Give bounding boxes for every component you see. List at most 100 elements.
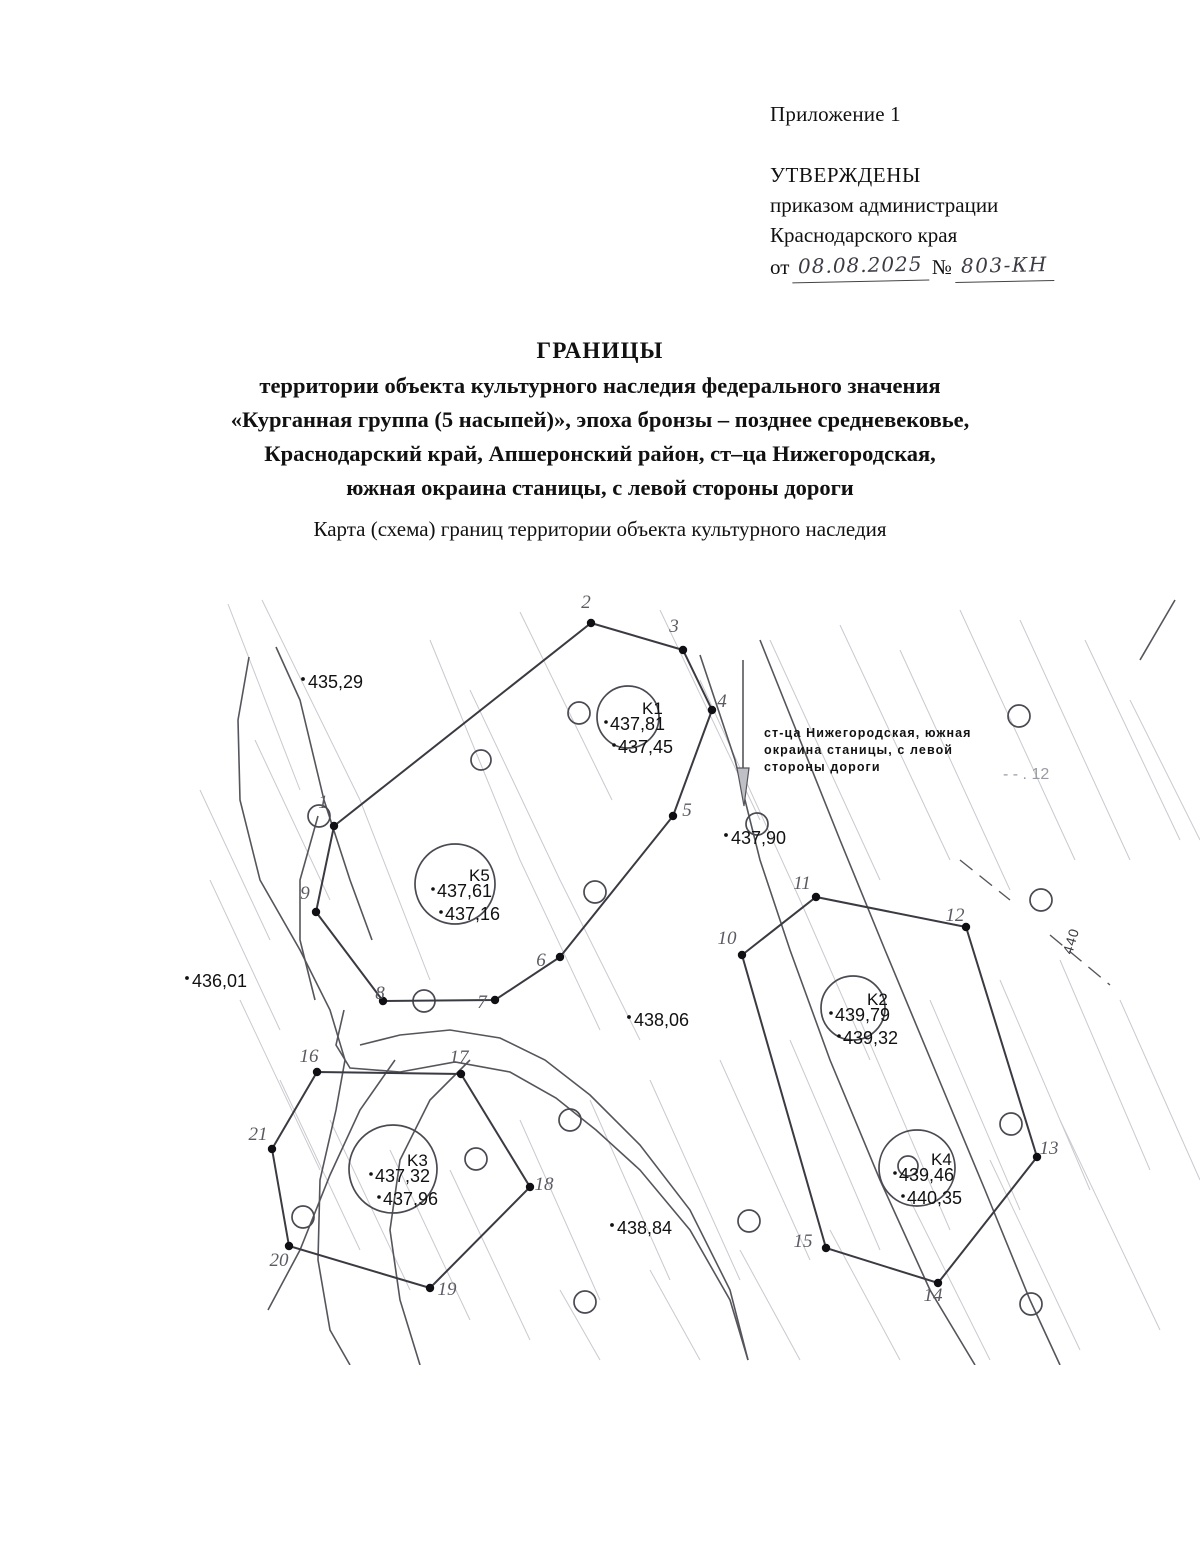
order-number-value: 803-КН (954, 248, 1055, 284)
vertex-dot-12[interactable] (961, 922, 971, 932)
mound-label-K5: K5 (469, 866, 490, 885)
marker-circle (567, 701, 591, 725)
elevation-dot-K4 (893, 1171, 897, 1175)
marker-circles-group (291, 701, 1053, 1316)
marker-circle (307, 804, 331, 828)
vertex-dot-11[interactable] (811, 892, 821, 902)
vertex-dot-18[interactable] (525, 1182, 535, 1192)
marker-circle (999, 1112, 1023, 1136)
spot-height-label: 435,29 (308, 672, 363, 692)
vertex-label-17: 17 (450, 1047, 471, 1068)
elevation-dot-K2 (829, 1011, 833, 1015)
vertex-label-1: 1 (318, 792, 328, 813)
annotation-line-1: ст-ца Нижегородская, южная (764, 726, 972, 740)
mound-contour-K1 (596, 685, 660, 749)
mound-elevation-top-K3: 437,32 (375, 1166, 430, 1186)
marker-circle (470, 749, 492, 771)
vertex-dot-10[interactable] (737, 950, 747, 960)
elevation-dot-K5 (431, 887, 435, 891)
mound-contour-K2 (820, 975, 886, 1041)
marker-circle (737, 1209, 761, 1233)
mound-contour-K4 (878, 1129, 956, 1207)
vertex-label-2: 2 (581, 592, 591, 613)
date-prefix-label: от (770, 255, 790, 279)
vertex-label-20: 20 (270, 1250, 290, 1271)
elevation-dot2-K2 (837, 1034, 841, 1038)
elevation-dot2-K4 (901, 1194, 905, 1198)
vertex-dot-19[interactable] (425, 1283, 435, 1293)
approval-block: УТВЕРЖДЕНЫ приказом администрации Красно… (770, 160, 1170, 284)
vertex-dot-15[interactable] (821, 1243, 831, 1253)
page-title: ГРАНИЦЫ (536, 338, 664, 363)
marker-circle (1029, 888, 1053, 912)
spot-height-label: 436,01 (192, 971, 247, 991)
number-sign-label: № (931, 255, 952, 279)
vertex-dot-5[interactable] (668, 811, 678, 821)
elevation-dot-K1 (604, 720, 608, 724)
marker-circle (573, 1290, 597, 1314)
vertex-label-18: 18 (535, 1174, 555, 1195)
spot-height-label: 437,90 (731, 828, 786, 848)
vertex-dot-1[interactable] (329, 821, 339, 831)
vertex-dot-9[interactable] (311, 907, 321, 917)
vertex-dot-4[interactable] (707, 705, 717, 715)
elevation-dot2-K3 (377, 1195, 381, 1199)
mound-label-K3: K3 (407, 1151, 428, 1170)
vertex-label-14: 14 (924, 1285, 944, 1306)
spot-height-dot (610, 1223, 614, 1227)
vertex-dot-7[interactable] (490, 995, 500, 1005)
approved-line-2: Краснодарского края (770, 223, 958, 247)
vertex-dot-13[interactable] (1032, 1152, 1042, 1162)
mound-elevation-top-K4: 439,46 (899, 1165, 954, 1185)
vertex-dot-16[interactable] (312, 1067, 322, 1077)
vertex-label-3: 3 (668, 616, 679, 637)
elevation-dot2-K1 (612, 743, 616, 747)
title-line-1: территории объекта культурного наследия … (259, 373, 941, 398)
vertex-dot-21[interactable] (267, 1144, 277, 1154)
approved-line-1: приказом администрации (770, 193, 999, 217)
spot-height-label: 438,06 (634, 1010, 689, 1030)
mound-label-K4: K4 (931, 1150, 952, 1169)
mound-elevation-bottom-K2: 439,32 (843, 1028, 898, 1048)
vertex-label-21: 21 (249, 1124, 268, 1145)
vertex-label-6: 6 (536, 950, 546, 971)
vertex-label-12: 12 (946, 905, 966, 926)
document-title-block: ГРАНИЦЫ территории объекта культурного н… (0, 335, 1200, 503)
map-svg: 440 ст-ца Нижегородская, южная окраина с… (185, 592, 1200, 1365)
annotation-leader-arrow (736, 660, 750, 807)
vertex-dot-17[interactable] (456, 1069, 466, 1079)
mound-elevation-bottom-K5: 437,16 (445, 904, 500, 924)
vertex-label-13: 13 (1040, 1138, 1059, 1159)
vertex-dot-2[interactable] (586, 618, 596, 628)
spot-height-dot (301, 677, 305, 681)
contour-440-label: 440 (1060, 926, 1083, 956)
vertex-dot-3[interactable] (678, 645, 688, 655)
vertex-dot-14[interactable] (933, 1278, 943, 1288)
vertex-label-16: 16 (300, 1046, 320, 1067)
title-line-4: южная окраина станицы, с левой стороны д… (346, 475, 854, 500)
mound-circles-group (348, 685, 956, 1214)
marker-circle (1019, 1292, 1043, 1316)
vertex-label-5: 5 (682, 800, 692, 821)
mound-label-K2: K2 (867, 990, 888, 1009)
mound-labels-group: K1437,81437,45K5437,61437,16K2439,79439,… (369, 699, 962, 1209)
spot-height-dot (627, 1015, 631, 1019)
spot-height-dot (724, 833, 728, 837)
polygon-north[interactable] (314, 621, 714, 1003)
mound-label-K1: K1 (642, 699, 663, 718)
vertex-dot-20[interactable] (284, 1241, 294, 1251)
mound-contour-K5 (414, 843, 496, 925)
annotation-line-3: стороны дороги (764, 760, 881, 774)
mound-contour-K3 (348, 1124, 438, 1214)
map-caption: Карта (схема) границ территории объекта … (313, 517, 887, 541)
marker-circle (745, 812, 769, 836)
order-date-row: от 08.08.2025 № 803-КН (770, 248, 1170, 284)
vertex-label-9: 9 (300, 883, 310, 904)
marker-circle (464, 1147, 488, 1171)
vertex-dot-6[interactable] (555, 952, 565, 962)
vertex-dot-8[interactable] (378, 996, 388, 1006)
vertex-label-7: 7 (477, 992, 488, 1013)
document-header: Приложение 1 УТВЕРЖДЕНЫ приказом админис… (770, 100, 1170, 284)
background-hatching (199, 599, 1200, 1361)
